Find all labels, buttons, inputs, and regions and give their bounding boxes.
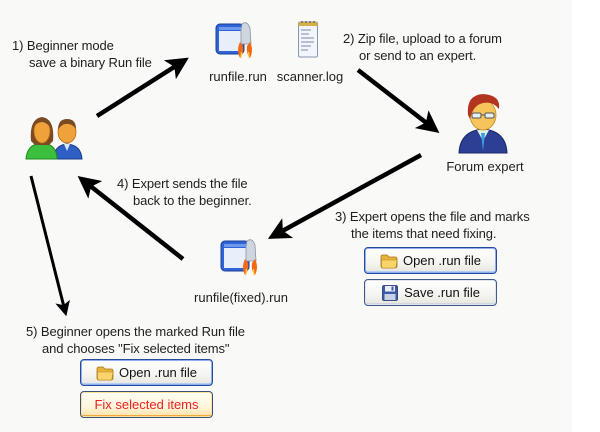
runfile-icon <box>215 22 252 59</box>
folder-icon <box>96 366 114 380</box>
runfile-label: runfile.run <box>209 69 267 84</box>
step5-line1: 5) Beginner opens the marked Run file <box>26 324 245 339</box>
scanner-log-label: scanner.log <box>276 69 344 84</box>
step4-text: 4) Expert sends the file back to the beg… <box>117 175 252 209</box>
step5-text: 5) Beginner opens the marked Run file an… <box>26 323 245 357</box>
step2-line1: 2) Zip file, upload to a forum <box>343 31 502 46</box>
runfile-fixed-icon <box>220 239 257 276</box>
arrow-step4 <box>77 175 185 261</box>
expert-open-run-file-label: Open .run file <box>402 253 482 268</box>
step2-text: 2) Zip file, upload to a forum or send t… <box>343 30 502 64</box>
users-icon <box>25 117 83 160</box>
step2-line2: or send to an expert. <box>359 48 477 63</box>
folder-icon <box>380 254 398 268</box>
step1-text: 1) Beginner mode save a binary Run file <box>12 37 152 71</box>
expert-save-run-file-button[interactable]: Save .run file <box>364 279 497 306</box>
beginner-open-run-file-button[interactable]: Open .run file <box>80 359 213 386</box>
step4-line1: 4) Expert sends the file <box>117 176 248 191</box>
arrow-step2 <box>356 68 440 133</box>
beginner-open-run-file-label: Open .run file <box>118 365 198 380</box>
step3-text: 3) Expert opens the file and marks the i… <box>335 208 530 242</box>
floppy-disk-icon <box>382 284 398 301</box>
arrow-step3 <box>267 153 423 239</box>
step3-line1: 3) Expert opens the file and marks <box>335 209 530 224</box>
step5-line2: and chooses "Fix selected items" <box>42 341 230 356</box>
step4-line2: back to the beginner. <box>133 193 252 208</box>
arrow-step1 <box>95 57 189 118</box>
expert-save-run-file-label: Save .run file <box>404 285 480 300</box>
step3-line2: the items that need fixing. <box>351 226 497 241</box>
fix-selected-items-button[interactable]: Fix selected items <box>80 391 213 418</box>
arrow-step5 <box>29 175 70 317</box>
expert-user-icon <box>458 94 508 154</box>
notepad-icon <box>298 21 318 58</box>
fix-selected-items-label: Fix selected items <box>94 397 199 412</box>
step1-line2: save a binary Run file <box>29 55 152 70</box>
expert-open-run-file-button[interactable]: Open .run file <box>364 247 497 274</box>
runfile-fixed-label: runfile(fixed).run <box>194 290 288 305</box>
step1-line1: 1) Beginner mode <box>12 38 114 53</box>
forum-expert-label: Forum expert <box>446 159 524 174</box>
